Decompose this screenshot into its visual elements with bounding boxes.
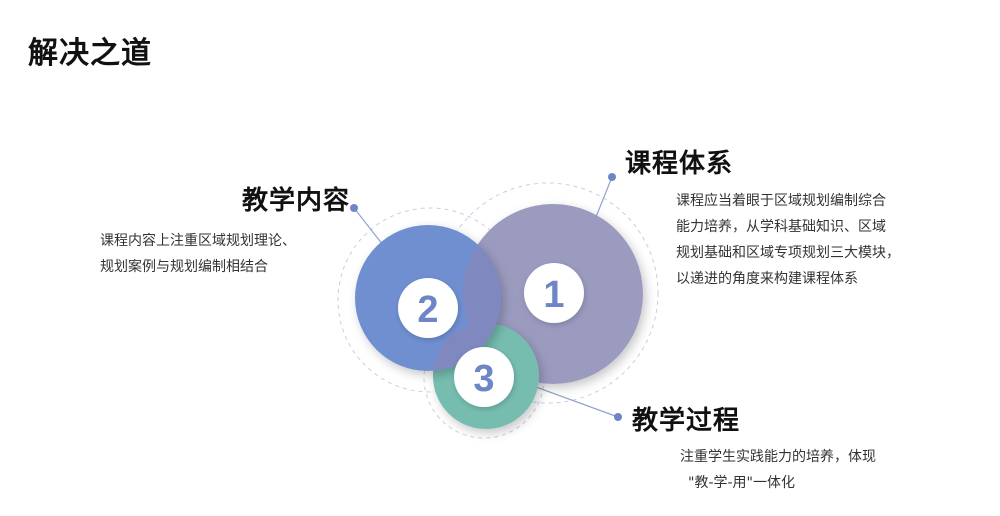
- desc-line: 注重学生实践能力的培养，体现: [680, 449, 876, 465]
- desc-teaching-process: 注重学生实践能力的培养，体现 "教-学-用"一体化: [680, 444, 940, 496]
- desc-line: 课程内容上注重区域规划理论、: [100, 233, 296, 249]
- desc-line: "教-学-用"一体化: [688, 475, 795, 491]
- desc-course-system: 课程应当着眼于区域规划编制综合 能力培养，从学科基础知识、区域 规划基础和区域专…: [676, 188, 946, 292]
- leader-dot-2: [350, 204, 358, 212]
- heading-teaching-process: 教学过程: [632, 406, 741, 436]
- desc-line: 以递进的角度来构建课程体系: [676, 271, 858, 287]
- badge-2: [398, 278, 458, 338]
- badge-3: [454, 347, 514, 407]
- heading-teaching-content: 教学内容: [242, 186, 351, 216]
- desc-line: 规划案例与规划编制相结合: [100, 259, 268, 275]
- badge-1: [524, 263, 584, 323]
- badge-number-2: 2: [417, 289, 438, 331]
- page-title: 解决之道: [28, 36, 152, 71]
- desc-teaching-content: 课程内容上注重区域规划理论、 规划案例与规划编制相结合: [100, 228, 340, 280]
- leader-dot-3: [614, 413, 622, 421]
- badge-number-3: 3: [473, 358, 494, 400]
- desc-line: 规划基础和区域专项规划三大模块，: [676, 245, 900, 261]
- desc-line: 课程应当着眼于区域规划编制综合: [676, 193, 886, 209]
- heading-course-system: 课程体系: [625, 149, 734, 179]
- desc-line: 能力培养，从学科基础知识、区域: [676, 219, 886, 235]
- leader-dot-1: [608, 173, 616, 181]
- overlap-2-3: [433, 323, 501, 371]
- badge-number-1: 1: [543, 274, 564, 316]
